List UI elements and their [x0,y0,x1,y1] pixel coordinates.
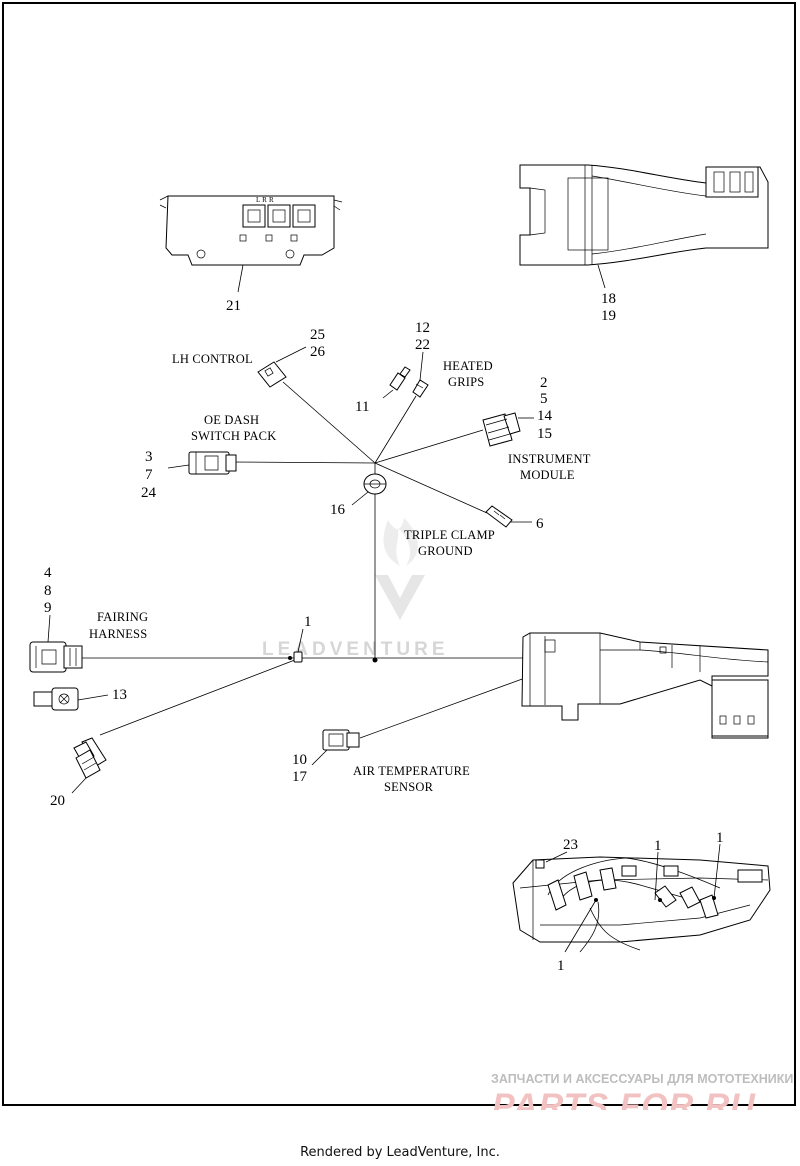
callout-11: 11 [355,399,369,415]
label-instrument-2: MODULE [520,468,575,482]
callout-13: 13 [112,687,127,703]
air-temperature-sensor [322,729,360,751]
callout-7: 7 [145,467,153,483]
callout-20: 20 [50,793,65,809]
label-lh-control: LH CONTROL [172,352,253,366]
callout-3: 3 [145,449,153,465]
label-fairing-1: FAIRING [97,610,148,624]
label-heated-2: GRIPS [448,375,484,389]
inset-harness-routing-detail [512,856,771,953]
callout-2: 2 [540,375,548,391]
part-13-connector [33,687,79,711]
callout-12: 12 [415,320,430,336]
callout-1b: 1 [654,838,662,854]
callout-21: 21 [226,298,241,314]
callout-18: 18 [601,291,616,307]
label-air-1: AIR TEMPERATURE [353,764,470,778]
callout-4: 4 [44,565,52,581]
triple-clamp-ground-connector [485,505,513,528]
callout-14: 14 [537,408,553,424]
label-heated-1: HEATED [443,359,493,373]
callout-1a: 1 [304,614,312,630]
wiring-harness-diagram: LEADVENTURE L R R 21 18 19 [29,164,793,1110]
heated-grips-connectors [389,366,429,398]
callout-8: 8 [44,583,52,599]
callout-22: 22 [415,337,430,353]
partsfor-watermark: ЗАПЧАСТИ И АКСЕССУАРЫ ДЛЯ МОТОТЕХНИКИ PA… [491,1072,793,1110]
callout-9: 9 [44,600,52,616]
callout-10: 10 [292,752,307,768]
partsfor-brand: PARTS FOR.RU [492,1087,756,1110]
callout-5: 5 [540,391,548,407]
callout-23: 23 [563,837,578,853]
callout-26: 26 [310,344,326,360]
footer-credit: Rendered by LeadVenture, Inc. [300,1145,500,1160]
label-air-2: SENSOR [384,780,434,794]
callout-1c: 1 [716,830,724,846]
fairing-harness-connector [29,641,83,673]
callout-16: 16 [330,502,346,518]
callout-15: 15 [537,426,552,442]
instrument-module-connector [482,412,521,447]
ground-terminal [363,473,387,495]
label-triple-1: TRIPLE CLAMP [404,528,495,542]
splice-1 [293,651,303,663]
callout-24: 24 [141,485,157,501]
main-harness-wires [82,381,534,739]
leadventure-watermark-text: LEADVENTURE [262,639,449,660]
lh-control-connector [257,361,287,388]
label-oe-dash-2: SWITCH PACK [191,429,276,443]
label-fairing-2: HARNESS [89,627,147,641]
part-20-connector [73,737,107,779]
callout-6: 6 [536,516,544,532]
partsfor-caption: ЗАПЧАСТИ И АКСЕССУАРЫ ДЛЯ МОТОТЕХНИКИ [491,1072,793,1086]
oe-dash-switch-pack-connector [188,451,237,475]
fairing-bracket [521,632,769,739]
label-oe-dash-1: OE DASH [204,413,259,427]
leadventure-watermark: LEADVENTURE [262,518,449,660]
part-18-19-bracket [519,164,769,266]
label-instrument-1: INSTRUMENT [508,452,591,466]
part-21-switch-bracket: L R R [159,195,343,266]
label-triple-2: GROUND [418,544,473,558]
callout-19: 19 [601,308,616,324]
callout-25: 25 [310,327,325,343]
callout-17: 17 [292,769,308,785]
callout-1d: 1 [557,958,565,974]
switch-position-marks: L R R [256,196,274,204]
